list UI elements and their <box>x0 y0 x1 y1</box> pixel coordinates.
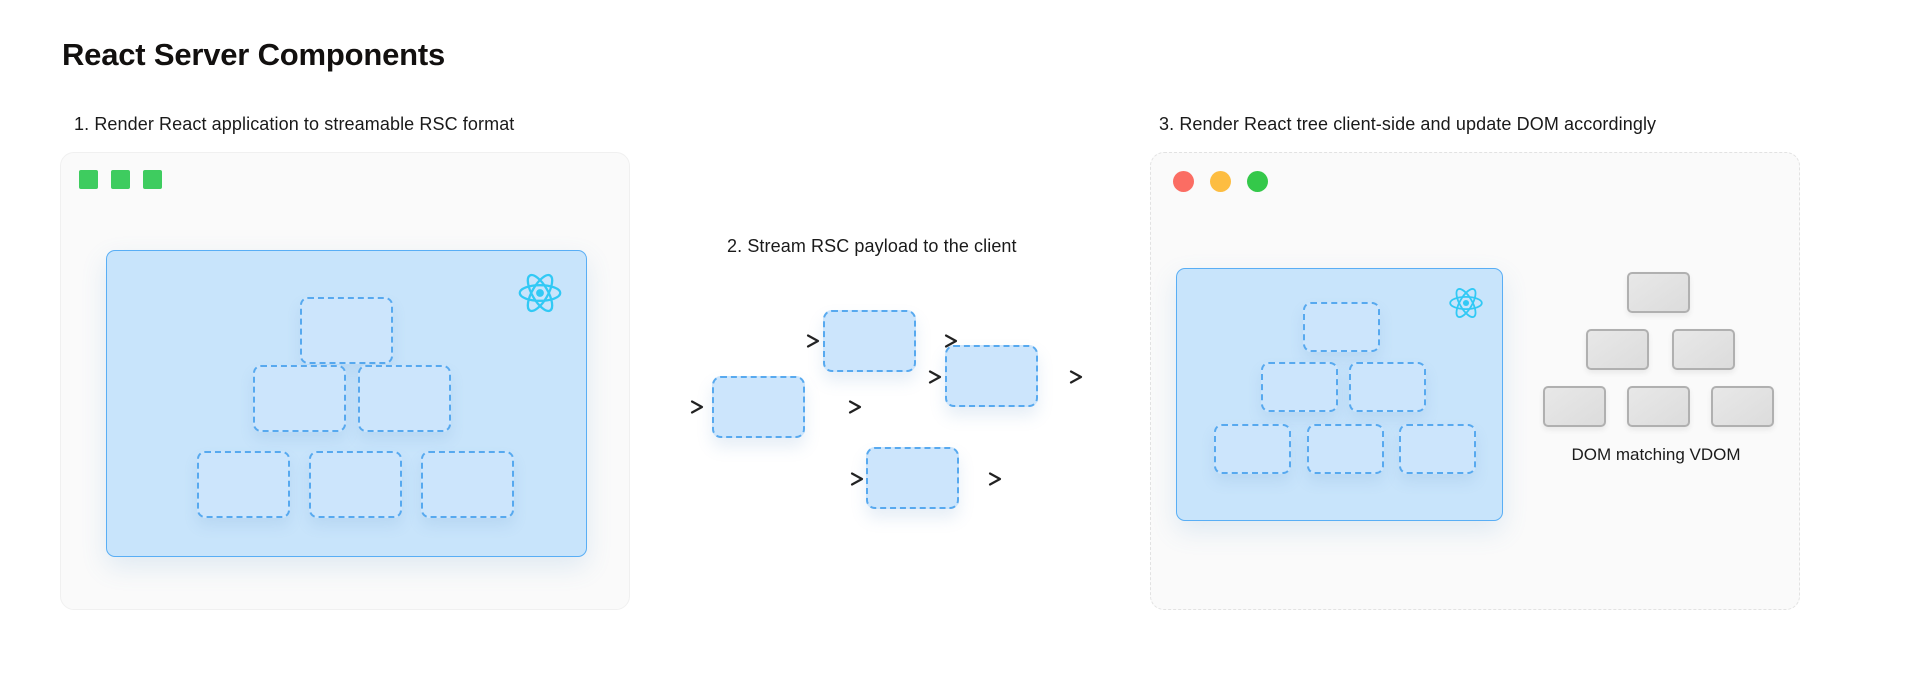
server-react-tree-card <box>106 250 587 557</box>
traffic-light-close-icon[interactable] <box>1173 171 1194 192</box>
stream-panel <box>642 290 1140 540</box>
server-indicator-1-icon <box>79 170 98 189</box>
dom-node <box>1586 329 1649 370</box>
react-logo-icon <box>518 273 562 313</box>
tree-node <box>309 451 402 518</box>
tree-node <box>197 451 290 518</box>
step-3-caption: 3. Render React tree client-side and upd… <box>1159 114 1657 134</box>
step-2-caption: 2. Stream RSC payload to the client <box>727 236 1017 256</box>
tree-node <box>1303 302 1380 352</box>
tree-node <box>358 365 451 432</box>
server-indicator-row <box>79 170 162 189</box>
page-title: React Server Components <box>62 37 446 72</box>
stream-arrow-icon <box>820 472 868 486</box>
server-component-tree <box>107 251 586 556</box>
tree-node <box>1399 424 1476 474</box>
stream-arrow-icon <box>888 370 946 384</box>
dom-tree-label: DOM matching VDOM <box>1571 445 1741 464</box>
tree-node <box>421 451 514 518</box>
tree-node <box>253 365 346 432</box>
server-panel <box>60 152 630 610</box>
tree-node <box>300 297 393 364</box>
server-indicator-2-icon <box>111 170 130 189</box>
rsc-chunk-d <box>866 447 959 509</box>
client-component-tree <box>1177 269 1502 520</box>
browser-traffic-lights <box>1173 171 1268 192</box>
stream-arrow-icon <box>758 334 824 348</box>
dom-tree: DOM matching VDOM <box>1531 268 1781 528</box>
react-logo-icon <box>1449 288 1483 318</box>
dom-node <box>1627 272 1690 313</box>
traffic-light-minimize-icon[interactable] <box>1210 171 1231 192</box>
client-panel: DOM matching VDOM <box>1150 152 1800 610</box>
dom-node <box>1711 386 1774 427</box>
stream-arrow-icon <box>642 400 708 414</box>
step-1-caption: 1. Render React application to streamabl… <box>74 114 515 134</box>
tree-node <box>1349 362 1426 412</box>
server-indicator-3-icon <box>143 170 162 189</box>
rsc-chunk-c <box>945 345 1038 407</box>
dom-node <box>1672 329 1735 370</box>
rsc-chunk-b <box>823 310 916 372</box>
stream-arrow-icon <box>808 400 866 414</box>
dom-node <box>1627 386 1690 427</box>
tree-node <box>1261 362 1338 412</box>
traffic-light-maximize-icon[interactable] <box>1247 171 1268 192</box>
tree-node <box>1214 424 1291 474</box>
stream-arrow-icon <box>1042 370 1087 384</box>
dom-node <box>1543 386 1606 427</box>
tree-node <box>1307 424 1384 474</box>
rsc-chunk-a <box>712 376 805 438</box>
client-react-tree-card <box>1176 268 1503 521</box>
stream-arrow-icon <box>962 472 1006 486</box>
